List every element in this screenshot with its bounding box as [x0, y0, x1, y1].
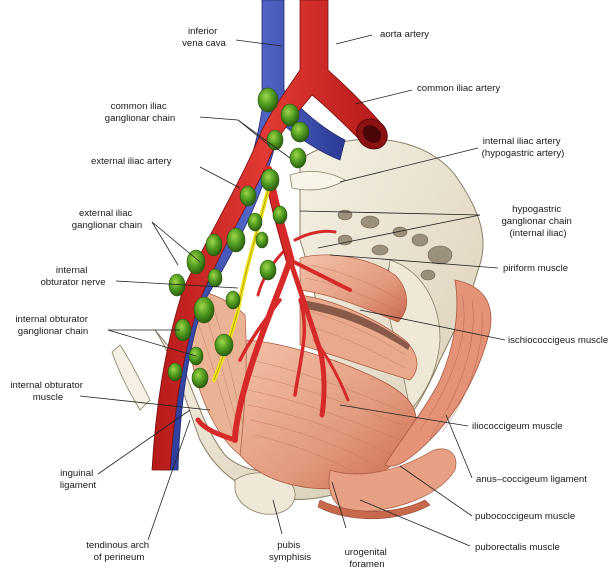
label-inguinal-ligament: inguinal ligament [60, 468, 97, 491]
label-inferior-vena-cava: inferior vena cava [182, 26, 226, 49]
lymph-node [260, 168, 280, 192]
lymph-node [214, 333, 234, 357]
lymph-node [266, 129, 284, 151]
lymph-node [259, 259, 277, 281]
lymph-node [186, 249, 206, 275]
label-hypogastric-chain: hypogastric ganglionar chain (internal i… [501, 204, 574, 239]
lymph-node [167, 362, 183, 382]
label-external-iliac-chain: external iliac ganglionar chain [72, 208, 142, 231]
label-puborectalis-muscle: puborectalis muscle [475, 542, 560, 553]
label-iliococcigeum-muscle: iliococcigeum muscle [472, 421, 563, 432]
label-internal-obturator-muscle: internal obturator muscle [10, 380, 85, 403]
lymph-node [239, 185, 257, 207]
label-tendinous-arch: tendinous arch of perineum [86, 540, 152, 563]
label-ischiococcigeus-muscle: ischiococcigeus muscle [508, 335, 608, 346]
label-pubis-symphisis: pubis symphisis [269, 540, 311, 563]
label-pubococcigeum-muscle: pubococcigeum muscle [475, 511, 575, 522]
lymph-node [207, 268, 223, 288]
lymph-node [193, 296, 215, 324]
label-aorta-artery: aorta artery [380, 29, 429, 40]
label-urogenital-foramen: urogenital foramen [345, 547, 390, 570]
label-anus-coccigeum-ligament: anus–coccigeum ligament [476, 474, 587, 485]
lymph-node [257, 87, 279, 113]
label-common-iliac-chain: common iliac ganglionar chain [105, 101, 175, 124]
leader-lines [79, 34, 506, 547]
label-internal-obturator-chain: internal obturator ganglionar chain [15, 314, 90, 337]
lymph-node [205, 233, 223, 257]
label-piriform-muscle: piriform muscle [503, 263, 568, 274]
label-internal-obturator-nerve: internal obturator nerve [40, 265, 105, 288]
lymph-node [289, 147, 307, 169]
lymph-node [272, 205, 288, 225]
lymph-node [225, 290, 241, 310]
lymph-node [290, 121, 310, 143]
label-external-iliac-artery: external iliac artery [91, 156, 172, 167]
lymph-node [191, 367, 209, 389]
label-internal-iliac-artery: internal iliac artery (hypogastric arter… [482, 136, 565, 159]
annotation-labels: inferior vena cava aorta artery common i… [10, 26, 608, 570]
lymph-node [255, 231, 269, 249]
lymph-node [226, 227, 246, 253]
lymph-node [280, 103, 300, 127]
lymph-node [247, 212, 263, 232]
label-common-iliac-artery: common iliac artery [417, 83, 500, 94]
